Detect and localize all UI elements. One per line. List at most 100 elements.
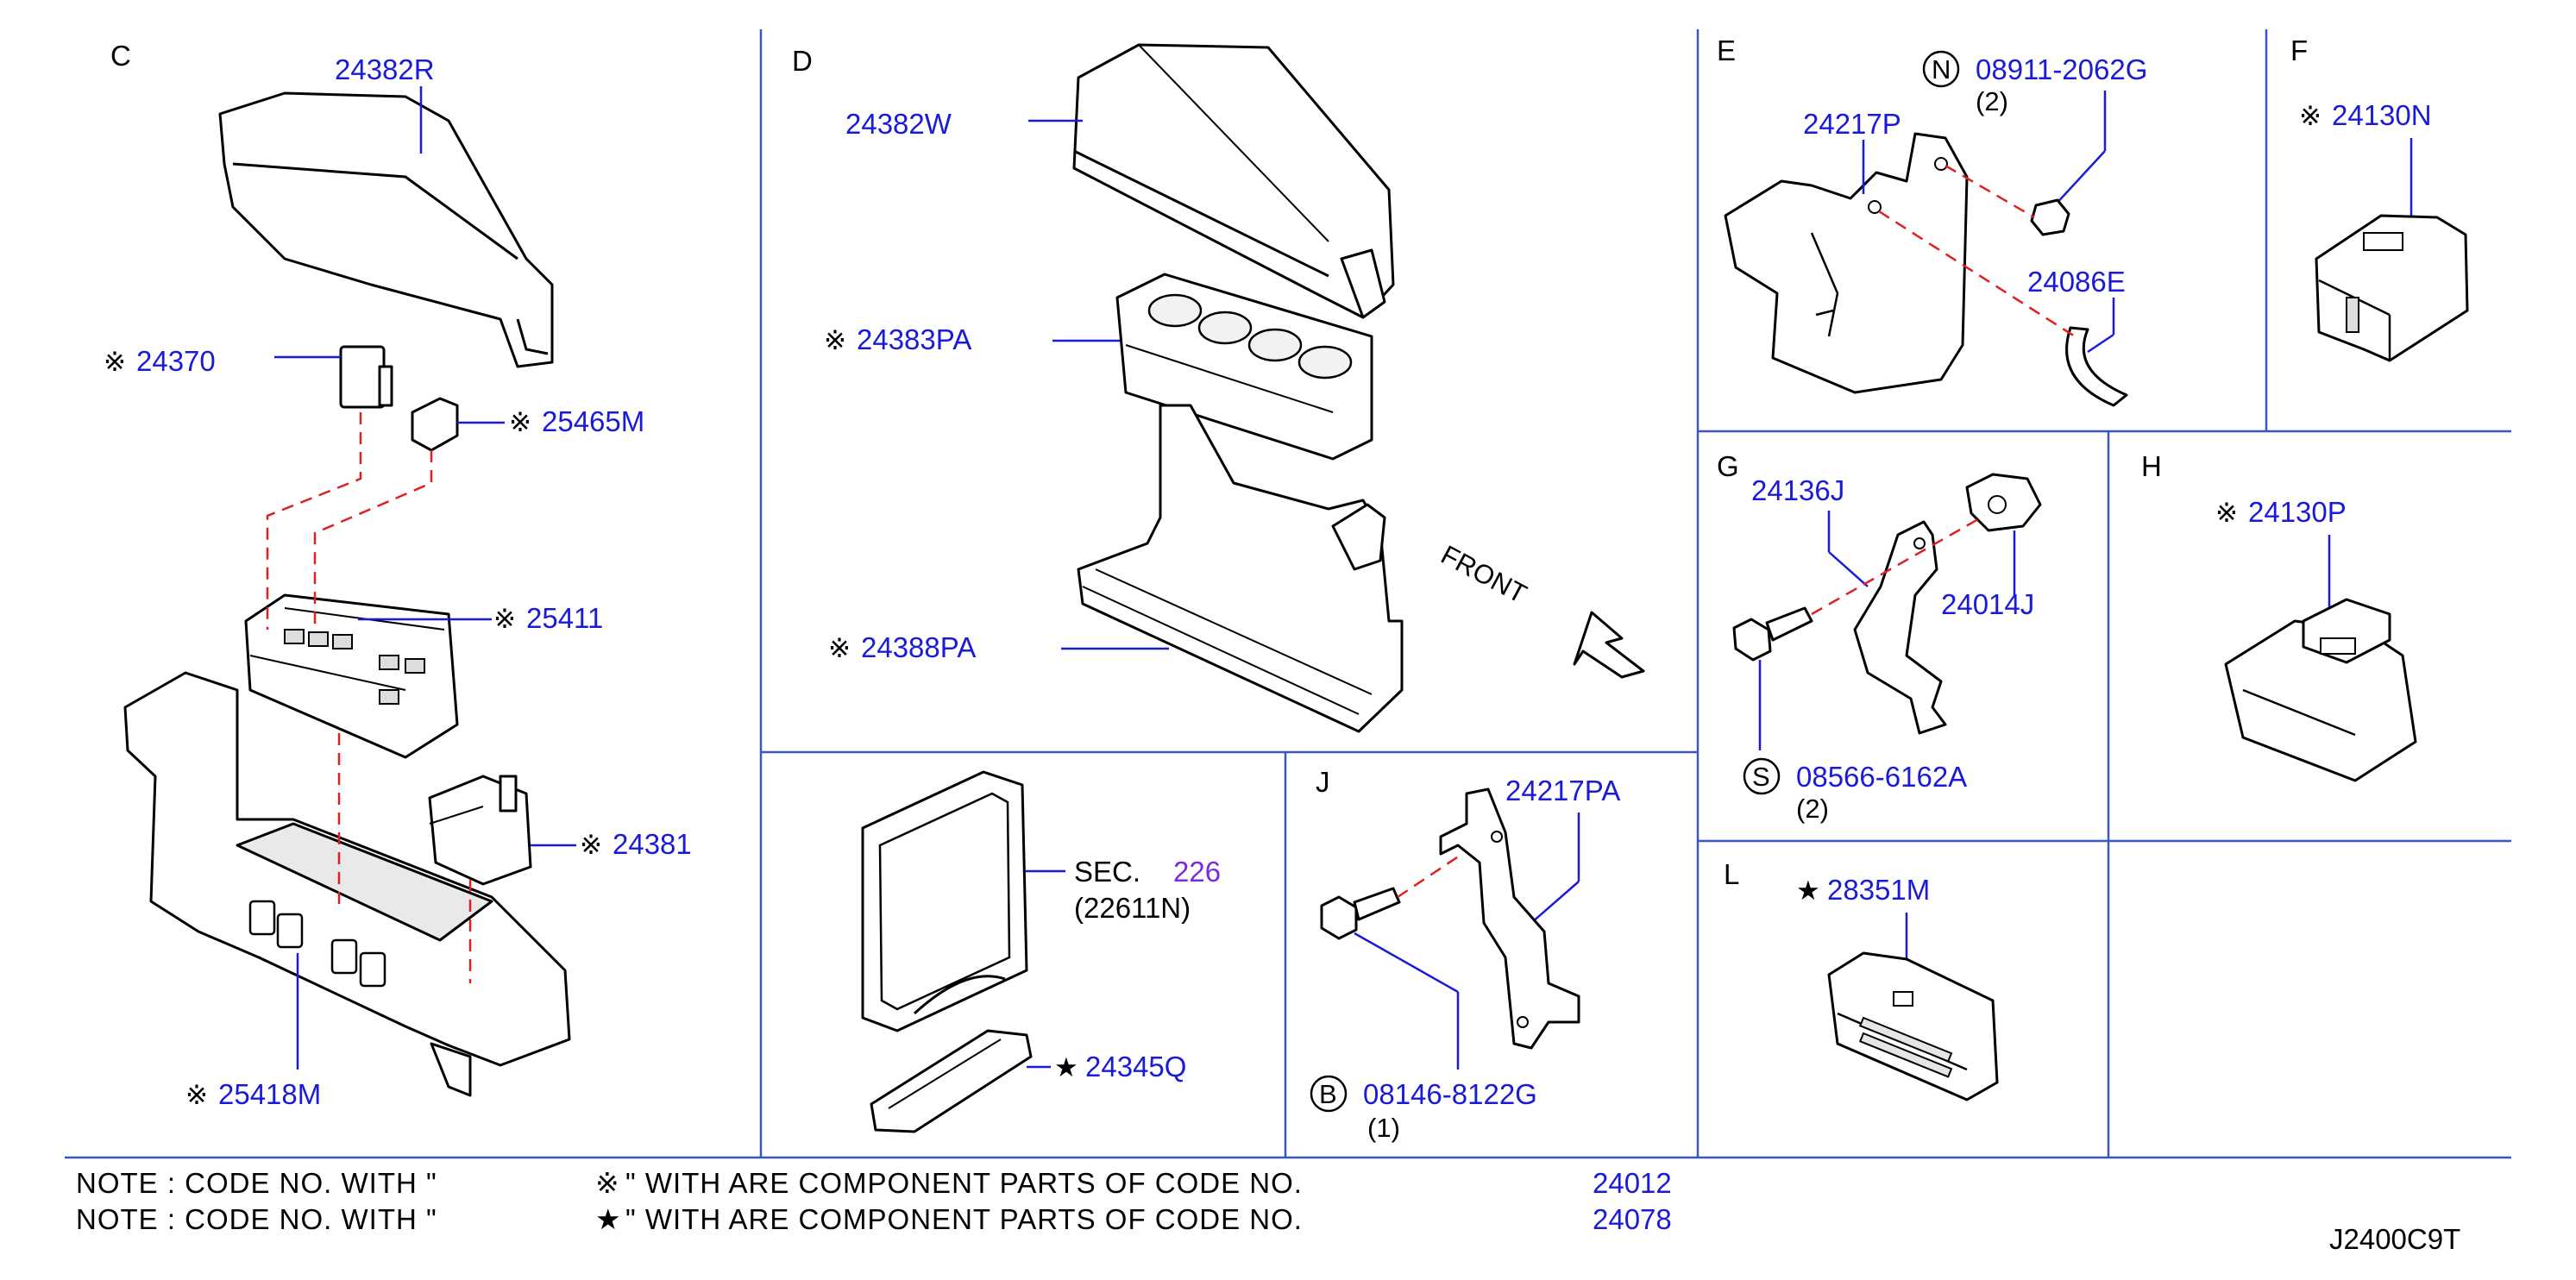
panel-l: L ★ 28351M [1724,858,1999,1101]
assembly-line-j [1397,852,1463,899]
part-number-24388PA[interactable]: 24388PA [861,631,976,663]
notes: NOTE : CODE NO. WITH " ※ " WITH ARE COMP… [76,1167,1672,1235]
panel-ecm: SEC. 226 (22611N) ★ 24345Q [861,770,1221,1133]
bracket-24136J [1853,520,1947,735]
section-code: (22611N) [1074,892,1191,924]
panel-h-label: H [2141,450,2162,482]
part-number-24381[interactable]: 24381 [613,828,692,860]
panel-d-label: D [792,45,813,77]
part-number-24086E[interactable]: 24086E [2027,266,2126,298]
note-1-symbol: ※ [595,1167,620,1199]
panel-h: H ※ 24130P [2141,450,2417,782]
flower-symbol-24130N: ※ [2299,101,2322,131]
note-1-text: NOTE : CODE NO. WITH " [76,1167,437,1199]
panel-g-label: G [1717,450,1739,482]
section-number-link[interactable]: 226 [1173,856,1221,888]
flower-symbol-25465M: ※ [509,407,531,437]
panel-f-label: F [2290,35,2308,66]
flower-symbol-24388PA: ※ [828,633,851,663]
diagram-id: J2400C9T [2329,1223,2460,1255]
bracket-24217P [1724,132,1969,394]
screw-marker-icon [1743,757,1781,795]
fuse-block-bracket-24388PA [1077,404,1404,733]
connector-24130P [2224,598,2417,782]
fuse-block-24383PA [1115,273,1373,461]
fuse-25465M [411,397,459,452]
panel-e: E N 08911-2062G (2) 24217P 24086E [1717,35,2147,407]
part-number-24382R[interactable]: 24382R [335,53,435,85]
relay-24370 [339,345,393,409]
leader-08146-8122G-a [1354,932,1459,994]
bolt-marker-letter: B [1319,1079,1337,1109]
leader-24136J-b [1828,551,1869,587]
part-number-24345Q[interactable]: 24345Q [1085,1051,1186,1082]
bracket-24345Q [870,1029,1033,1133]
nut-quantity: (2) [1976,86,2008,116]
part-number-24014J[interactable]: 24014J [1941,588,2034,620]
fuse-box-cover-24382W [1072,43,1395,319]
star-symbol-28351M: ★ [1796,875,1820,906]
star-symbol-24345Q: ★ [1054,1052,1078,1082]
assembly-lines-e [1878,164,2076,338]
part-number-24382W[interactable]: 24382W [845,108,952,140]
screw-quantity: (2) [1796,794,1829,824]
bracket-24217PA [1439,787,1580,1050]
assembly-lines-c [266,412,472,983]
nut-08911-2062G [2030,198,2070,236]
part-number-24136J[interactable]: 24136J [1751,474,1844,506]
leader-24217PA-b [1530,881,1580,924]
panel-j-label: J [1316,766,1330,798]
flower-symbol-24370: ※ [104,347,126,377]
part-number-08911-2062G[interactable]: 08911-2062G [1976,53,2147,85]
relay-24381 [428,775,532,886]
part-number-25465M[interactable]: 25465M [542,405,644,437]
part-number-24383PA[interactable]: 24383PA [857,323,971,355]
fuse-block-bracket-25418M [123,671,571,1097]
part-number-08566-6162A[interactable]: 08566-6162A [1796,761,1967,793]
nut-marker-icon [1922,50,1960,88]
screw-08566-6162A [1732,606,1813,662]
panel-g: G 24136J 24014J S 08566-6162A (2) [1717,450,2042,824]
part-number-24370[interactable]: 24370 [136,345,216,377]
panel-frame [65,29,2511,1159]
part-number-25418M[interactable]: 25418M [218,1078,321,1110]
note-1-code[interactable]: 24012 [1593,1167,1672,1199]
note-1-suffix: " WITH ARE COMPONENT PARTS OF CODE NO. [625,1167,1303,1199]
note-2-text: NOTE : CODE NO. WITH " [76,1203,437,1235]
note-2-code[interactable]: 24078 [1593,1203,1672,1235]
module-28351M [1827,951,1999,1101]
fuse-box-cover-24382R [218,91,554,368]
part-number-24217PA[interactable]: 24217PA [1505,775,1620,806]
panel-c: C 24382R ※ 24370 ※ 25465M [104,40,692,1110]
panel-d: D 24382W ※ 24383PA [792,43,1645,733]
ecm-unit [861,770,1028,1032]
note-2-suffix: " WITH ARE COMPONENT PARTS OF CODE NO. [625,1203,1303,1235]
panel-e-label: E [1717,35,1736,66]
note-2-symbol: ★ [595,1203,622,1235]
front-arrow-icon [1573,611,1645,679]
bolt-quantity: (1) [1367,1113,1400,1143]
part-number-28351M[interactable]: 28351M [1827,874,1930,906]
section-label: SEC. [1074,856,1140,888]
fuse-block-25411 [244,593,459,759]
part-number-24130P[interactable]: 24130P [2248,496,2347,528]
clip-24014J [1965,473,2042,532]
panel-c-label: C [110,40,131,72]
part-number-24130N[interactable]: 24130N [2332,99,2432,131]
front-direction-label: FRONT [1436,539,1532,609]
flower-symbol-24383PA: ※ [824,325,846,355]
flower-symbol-25418M: ※ [185,1080,208,1110]
screw-marker-letter: S [1752,762,1770,792]
flower-symbol-24130P: ※ [2215,498,2238,528]
part-number-08146-8122G[interactable]: 08146-8122G [1363,1078,1537,1110]
assembly-line-g [1811,514,1985,616]
bolt-marker-icon [1310,1075,1348,1113]
panel-j: J 24217PA B 08146-8122G (1) [1310,766,1620,1143]
panel-l-label: L [1724,858,1739,890]
clip-24086E [2065,326,2128,407]
flower-symbol-25411: ※ [493,604,516,634]
panel-f: F ※ 24130N [2290,35,2469,362]
part-number-25411[interactable]: 25411 [526,602,603,634]
part-number-24217P[interactable]: 24217P [1803,108,1901,140]
